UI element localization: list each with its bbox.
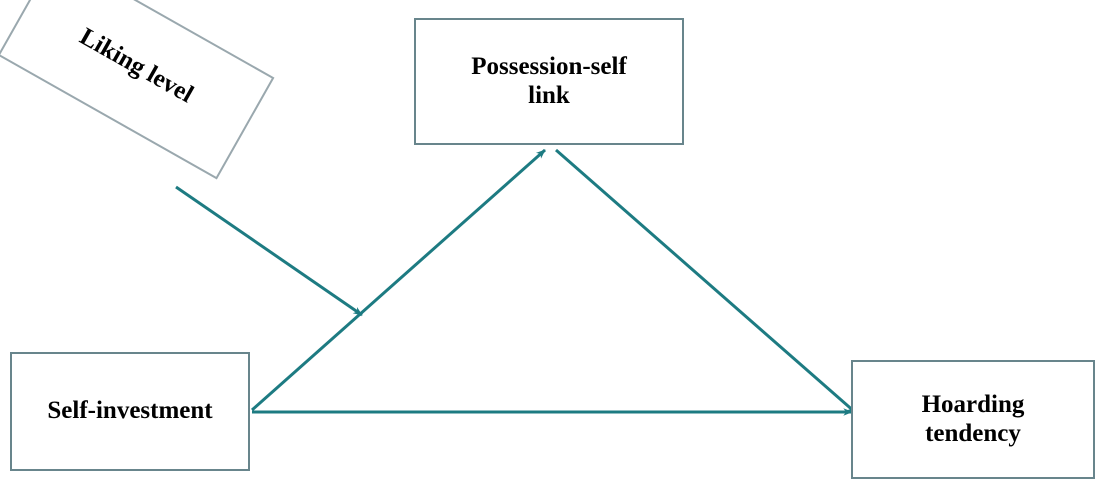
node-self-investment-label: Self-investment [47, 397, 213, 425]
node-liking-level-label: Liking level [75, 23, 198, 109]
node-hoarding-tendency[interactable]: Hoarding tendency [851, 360, 1095, 479]
node-possession-self-link-label: Possession-self link [471, 52, 627, 109]
node-liking-level[interactable]: Liking level [0, 0, 275, 180]
arrow-possession-to-hoarding [555, 148, 857, 415]
node-self-investment[interactable]: Self-investment [10, 352, 250, 471]
node-hoarding-tendency-label: Hoarding tendency [921, 390, 1025, 447]
node-possession-self-link[interactable]: Possession-self link [414, 18, 684, 145]
arrow-liking-to-path [175, 185, 363, 317]
arrow-selfinvestment-to-possession [251, 148, 546, 412]
